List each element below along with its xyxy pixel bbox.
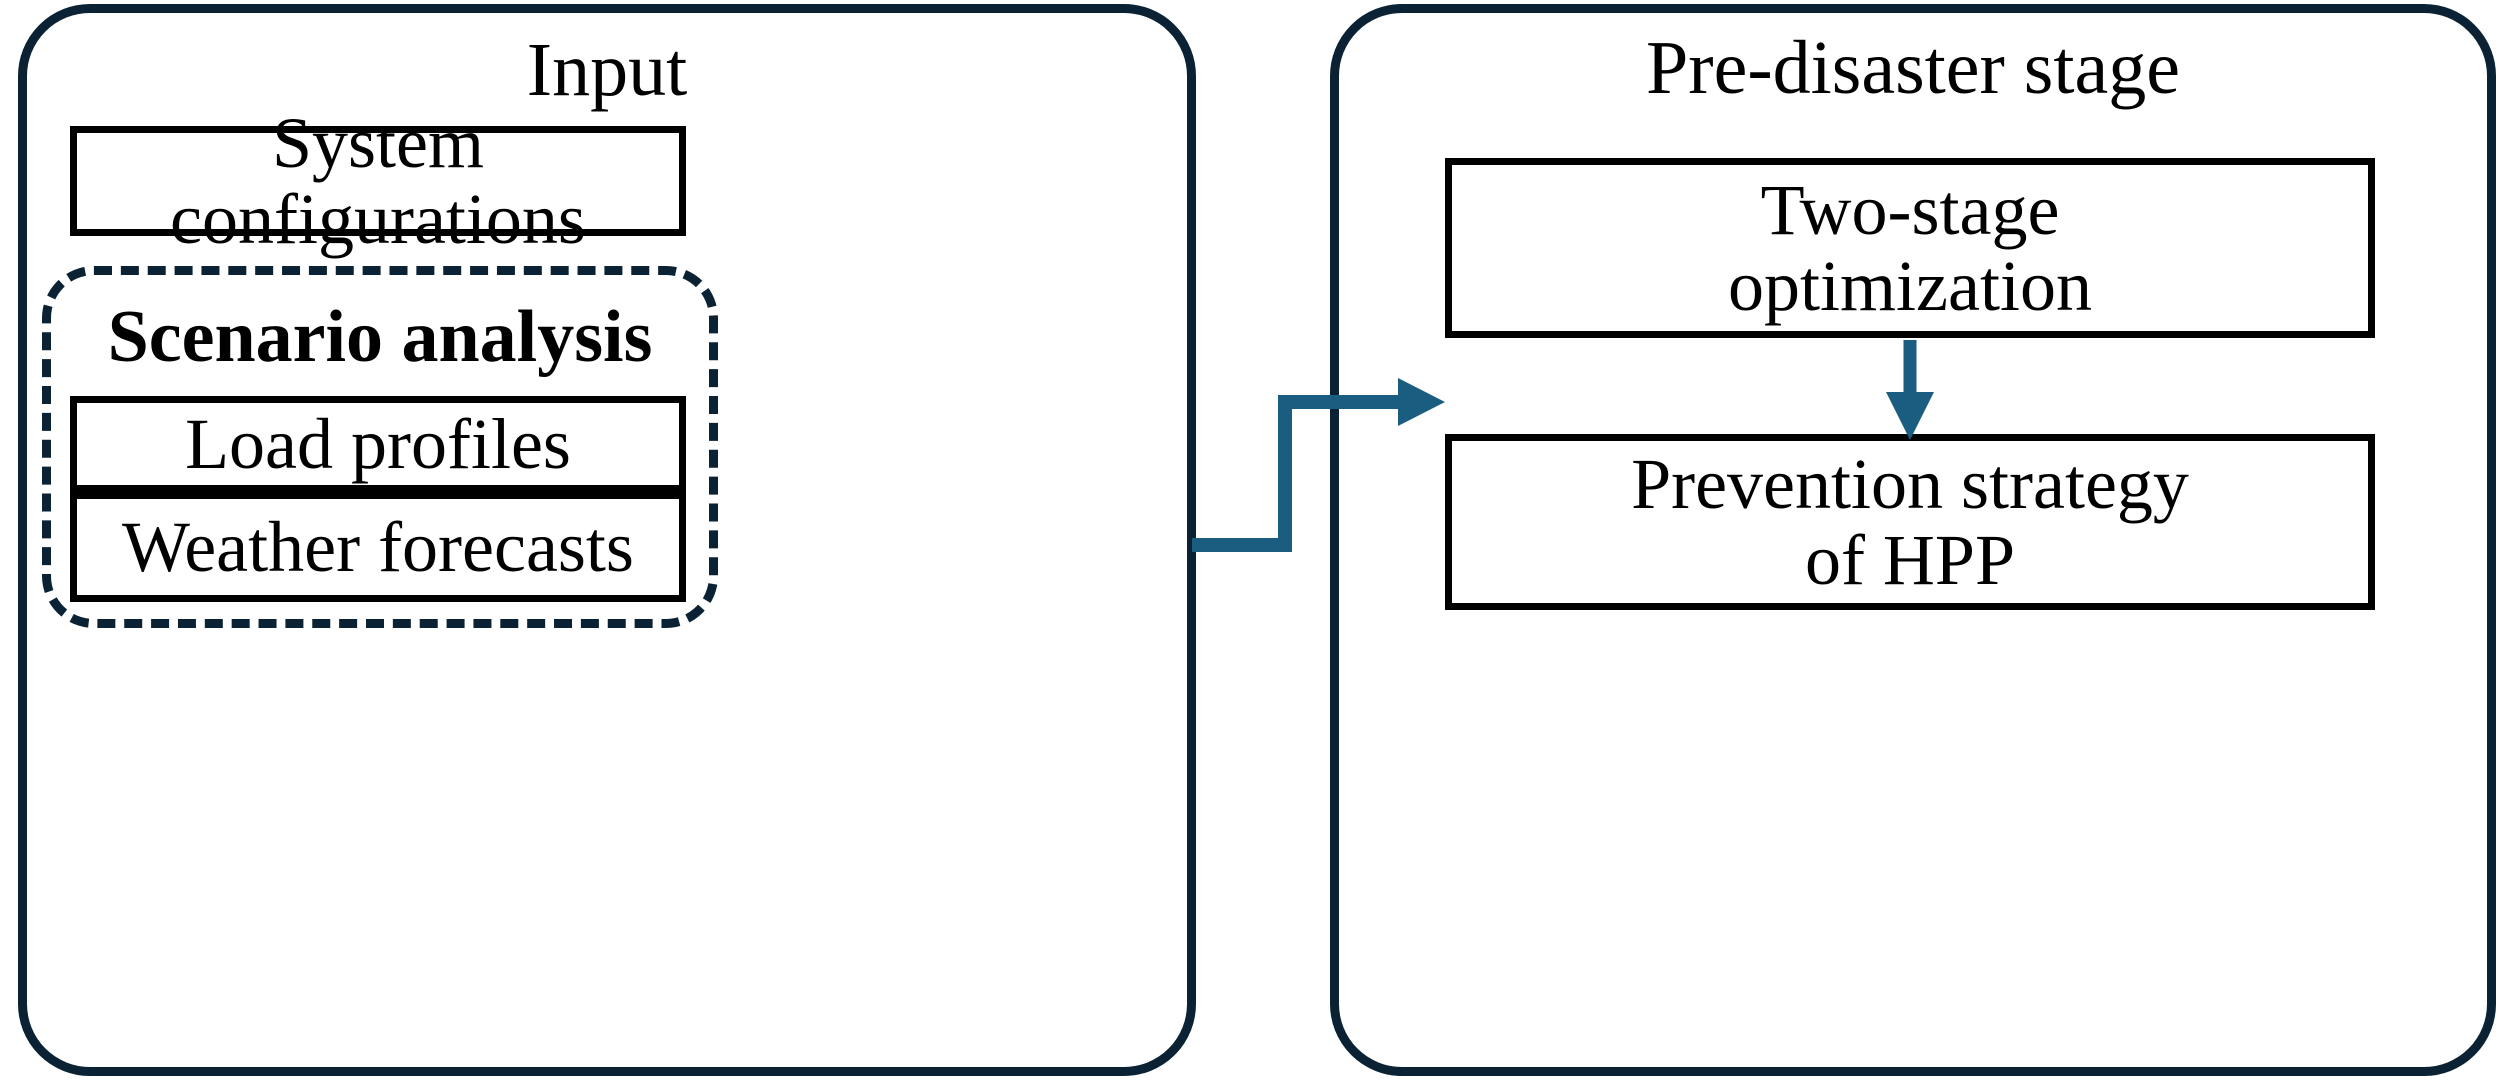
- box-prevention-strategy-label-line2: of HPP: [1804, 520, 2016, 600]
- box-load-profiles-label: Load profiles: [185, 403, 571, 484]
- box-prevention-strategy-label: Prevention strategy of HPP: [1631, 443, 2189, 600]
- panel-input: [18, 4, 1196, 1076]
- box-prevention-strategy: Prevention strategy of HPP: [1445, 434, 2375, 610]
- box-weather-forecasts-label: Weather forecasts: [122, 506, 634, 587]
- box-load-profiles: Load profiles: [70, 396, 686, 492]
- box-two-stage-optimization-label-line2: optimization: [1728, 246, 2092, 326]
- box-prevention-strategy-label-line1: Prevention strategy: [1631, 443, 2189, 524]
- box-system-configurations: System configurations: [70, 105, 686, 257]
- box-two-stage-optimization-label: Two-stage optimization: [1728, 169, 2092, 326]
- group-scenario-analysis-label: Scenario analysis: [107, 296, 653, 378]
- box-two-stage-optimization-label-line1: Two-stage: [1760, 169, 2060, 250]
- box-two-stage-optimization: Two-stage optimization: [1445, 158, 2375, 338]
- panel-input-title: Input: [526, 28, 688, 112]
- box-weather-forecasts: Weather forecasts: [70, 492, 686, 602]
- group-scenario-analysis: [42, 266, 718, 628]
- panel-pre-disaster-stage-title: Pre-disaster stage: [1646, 26, 2180, 110]
- box-system-configurations-label: System configurations: [170, 102, 586, 259]
